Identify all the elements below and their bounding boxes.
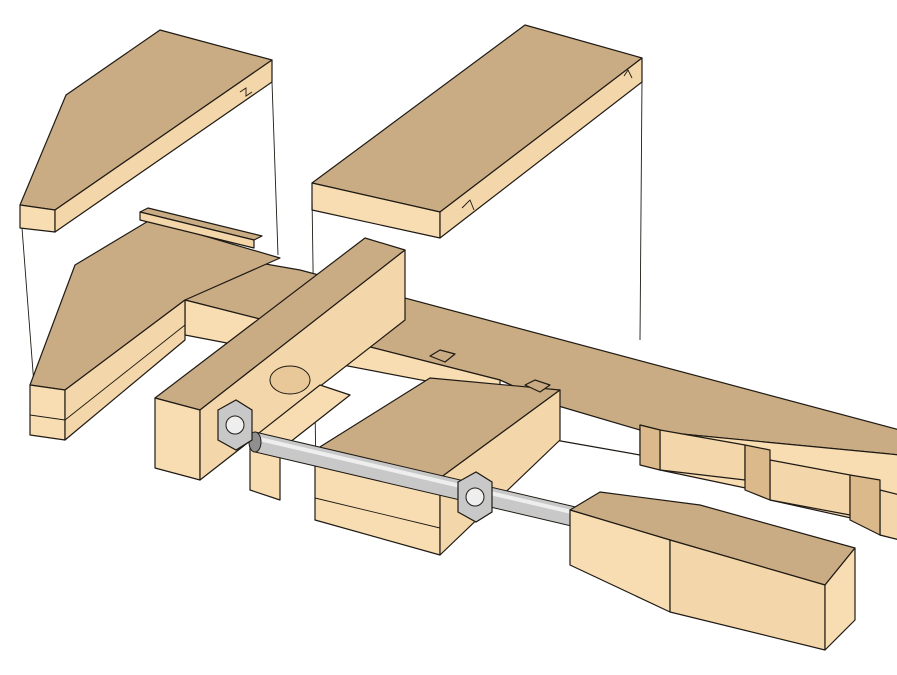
hex-nut-right <box>457 471 493 523</box>
hex-nut-left <box>217 399 253 451</box>
explode-guide-lines <box>21 79 643 477</box>
fixed-jaw <box>29 207 281 441</box>
left-jaw-pad <box>19 29 273 233</box>
right-jaw-pad <box>311 24 643 239</box>
handle <box>569 491 856 651</box>
